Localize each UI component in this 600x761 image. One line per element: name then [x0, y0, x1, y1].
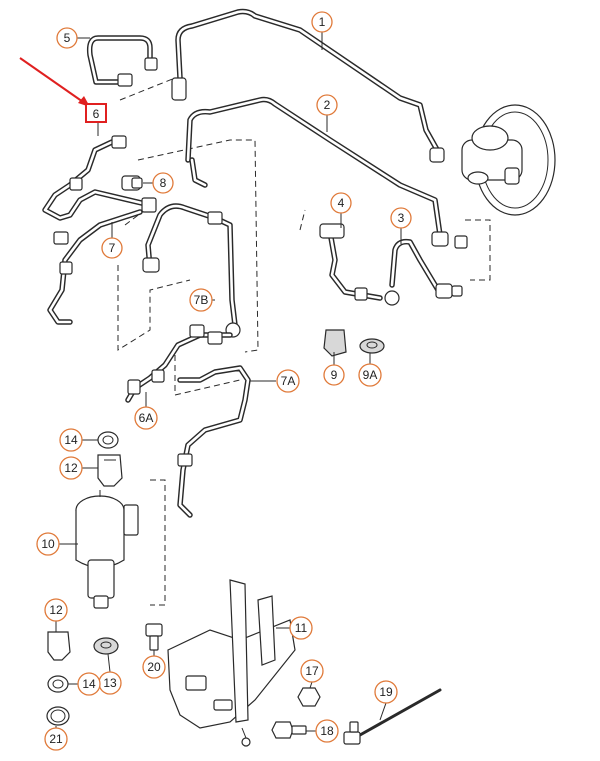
callout-2[interactable]: 2 [316, 94, 338, 116]
highlight-box-6 [85, 103, 107, 123]
pipe-7[interactable] [47, 209, 143, 325]
pad-9[interactable] [323, 329, 347, 357]
callout-1-label: 1 [319, 15, 326, 29]
callout-18-label: 18 [320, 724, 334, 738]
callout-7-label: 7 [109, 241, 116, 255]
callout-12-upper[interactable]: 12 [59, 456, 83, 480]
clamp-21[interactable] [46, 706, 70, 726]
pipe-1[interactable] [171, 8, 445, 163]
callout-14-lower-label: 14 [82, 677, 96, 691]
callout-5-label: 5 [64, 31, 71, 45]
pipe-2[interactable] [185, 96, 468, 249]
valve-20[interactable] [145, 623, 163, 651]
callout-6a-label: 6A [139, 411, 154, 425]
nut-14-upper[interactable] [97, 431, 119, 449]
sensor-19[interactable] [343, 688, 442, 745]
callout-11[interactable]: 11 [289, 616, 313, 640]
callout-9-label: 9 [331, 368, 338, 382]
callout-8[interactable]: 8 [152, 172, 174, 194]
fitting-8[interactable] [121, 175, 143, 191]
canister-10[interactable] [75, 490, 139, 609]
callout-19-label: 19 [379, 685, 393, 699]
callout-5[interactable]: 5 [56, 27, 78, 49]
callout-13-label: 13 [103, 676, 117, 690]
callout-20-label: 20 [147, 660, 161, 674]
callout-3[interactable]: 3 [390, 207, 412, 229]
bolt-18[interactable] [271, 721, 307, 739]
dashed-guides [117, 77, 491, 606]
connector-12-lower[interactable] [47, 631, 71, 661]
callout-9[interactable]: 9 [323, 364, 345, 386]
callout-7[interactable]: 7 [101, 237, 123, 259]
callout-12-lower[interactable]: 12 [44, 598, 68, 622]
connector-12-upper[interactable] [97, 454, 123, 487]
callout-21[interactable]: 21 [44, 727, 68, 751]
callout-13[interactable]: 13 [98, 671, 122, 695]
callout-12-upper-label: 12 [64, 461, 78, 475]
callout-4[interactable]: 4 [330, 192, 352, 214]
pipe-7b[interactable] [142, 203, 241, 338]
callout-10[interactable]: 10 [36, 532, 60, 556]
nut-14-lower[interactable] [47, 675, 69, 693]
pipe-3[interactable] [389, 238, 463, 299]
callout-19[interactable]: 19 [374, 680, 398, 704]
bracket-11[interactable] [167, 579, 296, 747]
callout-9a-label: 9A [363, 368, 378, 382]
pipe-4[interactable] [319, 223, 400, 306]
callout-7a[interactable]: 7A [276, 369, 300, 393]
callout-7b-label: 7B [194, 293, 209, 307]
callout-8-label: 8 [160, 176, 167, 190]
callout-9a[interactable]: 9A [358, 363, 382, 387]
callout-7b[interactable]: 7B [189, 288, 213, 312]
pipe-7a[interactable] [177, 365, 251, 518]
brake-booster[interactable] [461, 104, 556, 216]
callout-20[interactable]: 20 [142, 655, 166, 679]
callout-18[interactable]: 18 [315, 719, 339, 743]
callout-1[interactable]: 1 [311, 11, 333, 33]
callout-14-lower[interactable]: 14 [77, 672, 101, 696]
callout-14-upper-label: 14 [64, 433, 78, 447]
callout-11-label: 11 [295, 621, 308, 635]
callout-10-label: 10 [41, 537, 55, 551]
callout-12-lower-label: 12 [49, 603, 63, 617]
callout-2-label: 2 [324, 98, 331, 112]
leader-lines [55, 32, 402, 732]
callout-14-upper[interactable]: 14 [59, 428, 83, 452]
callout-7a-label: 7A [281, 374, 296, 388]
callout-17-label: 17 [305, 664, 319, 678]
nut-17[interactable] [297, 687, 321, 707]
grommet-13[interactable] [93, 637, 119, 655]
grommet-9a[interactable] [359, 338, 385, 354]
callout-6a[interactable]: 6A [134, 406, 158, 430]
pipe-6[interactable] [42, 135, 157, 245]
pipe-6a[interactable] [125, 324, 233, 403]
callout-3-label: 3 [398, 211, 405, 225]
callout-17[interactable]: 17 [300, 659, 324, 683]
red-pointer-arrow [19, 57, 90, 107]
callout-6-label[interactable]: 6 [93, 107, 100, 121]
callout-21-label: 21 [49, 732, 63, 746]
callout-4-label: 4 [338, 196, 345, 210]
pipe-5[interactable] [86, 35, 158, 87]
